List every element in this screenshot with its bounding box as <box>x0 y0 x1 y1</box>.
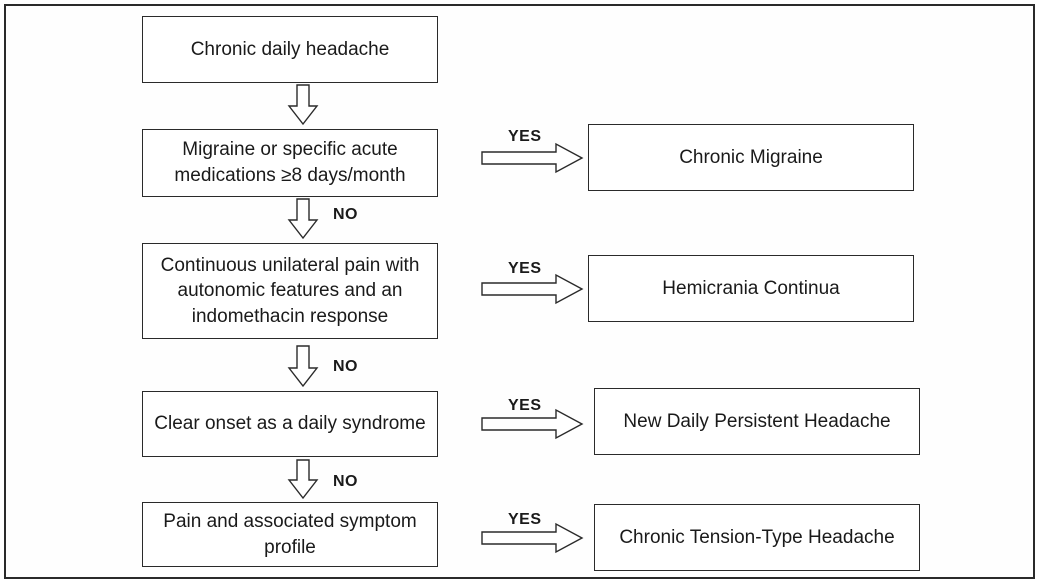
box-text: Continuous unilateral pain with autonomi… <box>160 254 420 327</box>
box-text: Hemicrania Continua <box>662 277 840 299</box>
right-arrow <box>481 408 584 440</box>
yes-label: YES <box>508 260 542 277</box>
box-text: Clear onset as a daily syndrome <box>154 413 426 435</box>
yes-label: YES <box>508 397 542 414</box>
yes-label: YES <box>508 128 542 145</box>
box-text: New Daily Persistent Headache <box>623 410 891 432</box>
box-text: Chronic daily headache <box>190 38 390 60</box>
right-arrow <box>481 522 584 554</box>
down-arrow <box>287 345 319 388</box>
box-migraine-criteria: Migraine or specific acute medications ≥… <box>142 129 438 197</box>
box-text: Chronic Tension-Type Headache <box>619 526 895 548</box>
box-new-daily-persistent-headache: New Daily Persistent Headache <box>594 388 920 455</box>
down-arrow <box>287 198 319 240</box>
box-text: Pain and associated symptom profile <box>163 510 417 558</box>
box-continuous-unilateral-pain: Continuous unilateral pain with autonomi… <box>142 243 438 339</box>
box-chronic-daily-headache: Chronic daily headache <box>142 16 438 83</box>
box-chronic-tension-type-headache: Chronic Tension-Type Headache <box>594 504 920 571</box>
right-arrow <box>481 142 584 174</box>
no-label: NO <box>333 358 358 375</box>
box-hemicrania-continua: Hemicrania Continua <box>588 255 914 322</box>
box-chronic-migraine: Chronic Migraine <box>588 124 914 191</box>
box-text: Chronic Migraine <box>679 146 823 168</box>
no-label: NO <box>333 206 358 223</box>
box-pain-symptom-profile: Pain and associated symptom profile <box>142 502 438 567</box>
no-label: NO <box>333 473 358 490</box>
box-text: Migraine or specific acute medications ≥… <box>174 139 406 186</box>
down-arrow <box>287 459 319 500</box>
right-arrow <box>481 273 584 305</box>
yes-label: YES <box>508 511 542 528</box>
box-clear-onset: Clear onset as a daily syndrome <box>142 391 438 457</box>
down-arrow <box>287 84 319 126</box>
